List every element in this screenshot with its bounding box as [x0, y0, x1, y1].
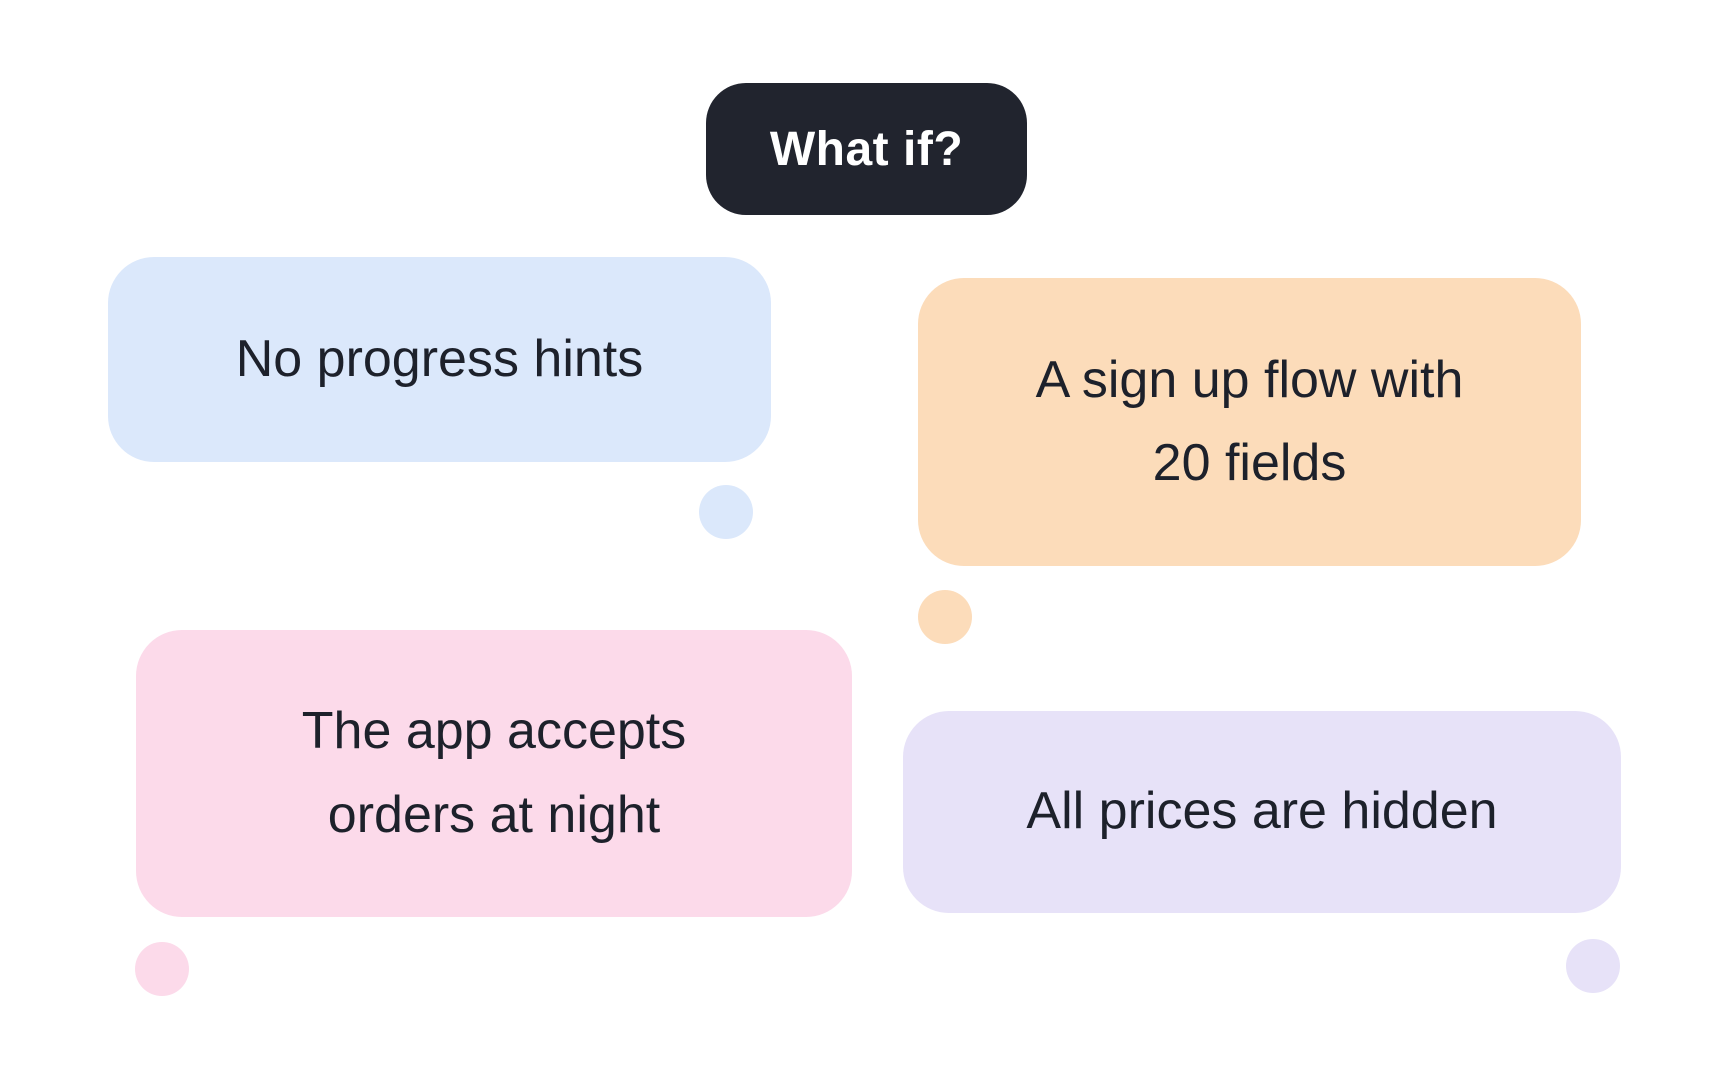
bubble-text-line: No progress hints — [235, 329, 644, 388]
idea-bubble-prices-hidden: All prices are hidden — [903, 711, 1621, 913]
thought-tail-dot-orange — [918, 590, 972, 644]
what-if-pill: What if? — [706, 83, 1027, 215]
bubble-text-line: 20 fields — [1152, 434, 1347, 492]
idea-bubble-orders-at-night: The app accepts orders at night — [136, 630, 852, 917]
what-if-label: What if? — [769, 122, 964, 176]
bubble-text-line: orders at night — [327, 785, 661, 844]
thought-tail-dot-purple — [1566, 939, 1620, 993]
idea-bubble-sign-up-flow: A sign up flow with 20 fields — [918, 278, 1581, 566]
idea-bubble-no-progress-hints: No progress hints — [108, 257, 771, 462]
bubble-text-line: A sign up flow with — [1035, 350, 1464, 409]
bubble-text-line: All prices are hidden — [1026, 782, 1498, 841]
thought-tail-dot-pink — [135, 942, 189, 996]
bubble-text-line: The app accepts — [301, 702, 687, 761]
thought-tail-dot-blue — [699, 485, 753, 539]
